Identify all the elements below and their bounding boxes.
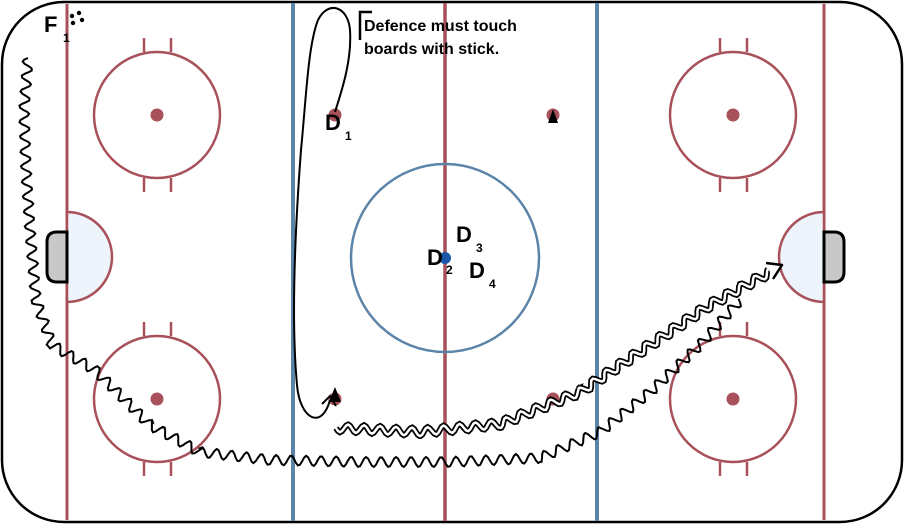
f1-skate-path	[18, 57, 743, 469]
player-d1-sub: 1	[345, 129, 352, 143]
crease-right	[777, 210, 826, 304]
faceoff-circle-right-bottom	[668, 322, 798, 476]
d1-skate-path	[293, 7, 352, 419]
cone-icon	[548, 109, 558, 123]
d1-arrowhead	[321, 394, 337, 407]
faceoff-circle-left-bottom	[92, 322, 222, 476]
player-f1-label: F	[44, 12, 57, 37]
player-d2-sub: 2	[446, 263, 453, 277]
faceoff-circle-left-top	[92, 38, 222, 192]
player-d4-label: D	[469, 258, 485, 283]
faceoff-circle-right-top	[668, 38, 798, 192]
pass-path-inner	[334, 268, 770, 438]
pass-arrowhead	[765, 261, 784, 280]
player-d2-label: D	[427, 245, 443, 270]
annotation-line-1: Defence must touch	[364, 18, 517, 35]
player-d3-label: D	[456, 222, 472, 247]
annotation-line-2: boards with stick.	[364, 41, 499, 58]
player-d4-sub: 4	[489, 277, 496, 291]
crease-left	[65, 210, 114, 304]
player-d1-label: D	[325, 110, 341, 135]
annotation-bracket	[358, 10, 372, 40]
neutral-dot-left-top	[328, 108, 342, 122]
center-faceoff-circle	[349, 162, 541, 354]
three-dot-puck-icon	[69, 10, 85, 26]
player-f1-sub: 1	[63, 31, 70, 45]
puck-icon	[439, 252, 451, 264]
net-left	[45, 230, 69, 284]
net-right	[822, 230, 846, 284]
player-d3-sub: 3	[476, 241, 483, 255]
